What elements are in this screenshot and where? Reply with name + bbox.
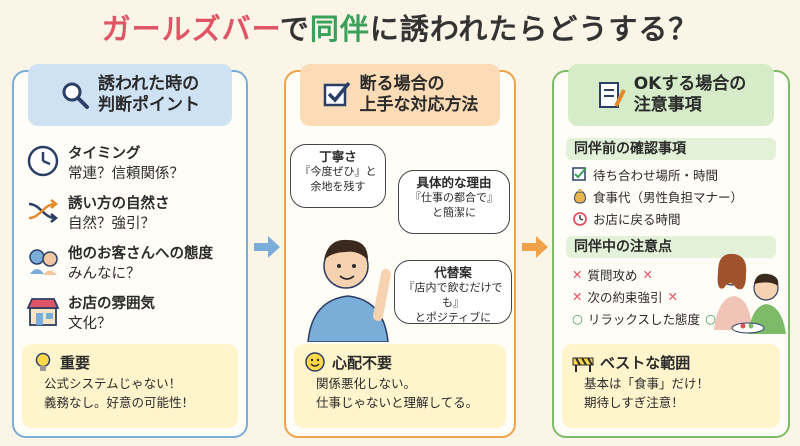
bubble-reason-line2: と簡潔に <box>432 206 476 219</box>
before-item-return: お店に戻る時間 <box>572 208 681 228</box>
checkbox-icon <box>323 81 350 107</box>
crossing-arrows-icon <box>28 199 59 223</box>
title-part-douhan: 同伴 <box>309 12 370 46</box>
magnifier-icon <box>62 82 89 109</box>
point-timing-title: タイミング <box>68 146 141 162</box>
before-item-meeting: 待ち合わせ場所・時間 <box>572 164 718 184</box>
x-mark-icon: ✕ <box>572 288 583 304</box>
point-atmosphere-sub: 文化？ <box>68 316 112 332</box>
ok-header-line1: OKする場合の <box>633 74 747 94</box>
decline-header-line2: 上手な対応方法 <box>359 95 479 115</box>
no-worry-note: 心配不要 関係悪化しない。 仕事じゃないと理解してる。 <box>294 344 506 428</box>
alarm-clock-icon <box>573 212 587 226</box>
judgment-header-line1: 誘われた時の <box>98 74 200 94</box>
no-worry-note-title: 心配不要 <box>332 353 393 372</box>
point-naturalness-sub: 自然？強引？ <box>68 216 155 232</box>
point-attitude: 他のお客さんへの態度 みんなに？ <box>26 244 238 284</box>
money-bag-icon <box>574 189 586 204</box>
bubble-politeness: 丁寧さ 『今度ぜひ』と 余地を残す <box>290 144 386 208</box>
barrier-icon <box>572 357 594 372</box>
point-atmosphere: お店の雰囲気 文化？ <box>26 294 238 334</box>
point-naturalness-title: 誘い方の自然さ <box>68 196 170 212</box>
checklist-pencil-icon <box>598 82 626 108</box>
smile-icon <box>305 352 325 372</box>
point-attitude-title: 他のお客さんへの態度 <box>68 246 213 262</box>
point-atmosphere-title: お店の雰囲気 <box>68 296 155 312</box>
judgment-header-line2: 判断ポイント <box>98 95 200 115</box>
bubble-politeness-line2: 余地を残す <box>310 180 366 193</box>
during-item-relaxed-text: リラックスした態度 <box>587 311 701 327</box>
bubble-politeness-head: 丁寧さ <box>319 149 357 164</box>
x-mark-icon: ✕ <box>572 266 583 282</box>
important-note-line1: 公式システムじゃない！ <box>44 376 182 391</box>
decline-header-line1: 断る場合の <box>359 74 445 94</box>
best-range-note-title: ベストな範囲 <box>600 353 691 372</box>
title-part-de: で <box>279 12 310 46</box>
ok-cautions-panel: OKする場合の 注意事項 同伴前の確認事項 待ち合わせ場所・時間 食事代（男性負… <box>552 64 790 438</box>
judgment-points-panel: 誘われた時の 判断ポイント タイミング 常連？信頼関係？ 誘い方の自然さ 自然？… <box>12 64 248 438</box>
important-note-title: 重要 <box>60 353 91 372</box>
point-timing-sub: 常連？信頼関係？ <box>68 166 184 182</box>
bubble-politeness-line1: 『今度ぜひ』と <box>299 165 377 178</box>
bubble-reason-line1: 『仕事の都合で』 <box>410 191 498 204</box>
best-range-note-line1: 基本は「食事」だけ！ <box>584 376 710 391</box>
bubble-alternative-head: 代替案 <box>434 265 472 280</box>
title-part-girlsbar: ガールズバー <box>101 12 280 46</box>
shop-icon <box>26 298 60 326</box>
no-worry-note-line2: 仕事じゃないと理解してる。 <box>316 395 479 410</box>
man-waving-icon <box>307 239 391 342</box>
arrow-right-icon <box>254 236 280 258</box>
during-item-questions-text: 質問攻め <box>587 267 638 283</box>
during-item-questions: ✕ 質問攻め ✕ <box>572 264 653 284</box>
before-item-meal-text: 食事代（男性負担マナー） <box>593 189 744 205</box>
during-item-relaxed: ○ リラックスした態度 ○ <box>572 308 716 328</box>
point-timing: タイミング 常連？信頼関係？ <box>26 144 238 184</box>
before-section-title: 同伴前の確認事項 <box>566 138 776 160</box>
during-item-pushy: ✕ 次の約束強引 ✕ <box>572 286 678 306</box>
no-worry-note-line1: 関係悪化しない。 <box>316 376 417 391</box>
best-range-note: ベストな範囲 基本は「食事」だけ！ 期待しすぎ注意！ <box>562 344 780 428</box>
during-item-pushy-text: 次の約束強引 <box>587 289 663 305</box>
people-icon <box>29 249 58 275</box>
bubble-reason: 具体的な理由 『仕事の都合で』 と簡潔に <box>398 170 510 234</box>
bubble-alternative-line1: 『店内で飲むだけでも』 <box>403 281 503 309</box>
decline-methods-panel: 断る場合の 上手な対応方法 丁寧さ 『今度ぜひ』と 余地を残す 具体的な理由 『… <box>284 64 516 438</box>
decline-methods-header: 断る場合の 上手な対応方法 <box>300 64 500 126</box>
title-part-rest: に誘われたらどうする？ <box>369 12 699 46</box>
x-mark-icon: ✕ <box>642 266 653 282</box>
during-section-title: 同伴中の注意点 <box>566 236 776 258</box>
bubble-alternative: 代替案 『店内で飲むだけでも』 とポジティブに <box>394 260 512 324</box>
couple-dining-icon <box>714 253 786 334</box>
ok-header-line2: 注意事項 <box>633 95 702 115</box>
circle-mark-icon: ○ <box>572 310 583 326</box>
before-item-return-text: お店に戻る時間 <box>593 211 681 227</box>
page-title: ガールズバーで同伴に誘われたらどうする？ <box>0 6 800 48</box>
ok-cautions-header: OKする場合の 注意事項 <box>568 64 774 126</box>
bubble-alternative-line2: とポジティブに <box>414 311 492 324</box>
judgment-points-header: 誘われた時の 判断ポイント <box>28 64 232 126</box>
circle-mark-icon: ○ <box>705 310 716 326</box>
bubble-reason-head: 具体的な理由 <box>416 175 492 190</box>
best-range-note-line2: 期待しすぎ注意！ <box>584 395 684 410</box>
point-naturalness: 誘い方の自然さ 自然？強引？ <box>26 194 238 234</box>
x-mark-icon: ✕ <box>667 288 678 304</box>
lightbulb-icon <box>35 352 51 371</box>
before-item-meeting-text: 待ち合わせ場所・時間 <box>593 167 719 183</box>
important-note: 重要 公式システムじゃない！ 義務なし。好意の可能性！ <box>22 344 238 428</box>
arrow-right-icon <box>522 236 548 258</box>
clock-icon <box>27 145 59 177</box>
before-item-meal: 食事代（男性負担マナー） <box>572 186 743 206</box>
point-attitude-sub: みんなに？ <box>68 266 141 282</box>
checkbox-icon <box>572 167 587 181</box>
important-note-line2: 義務なし。好意の可能性！ <box>44 395 195 410</box>
